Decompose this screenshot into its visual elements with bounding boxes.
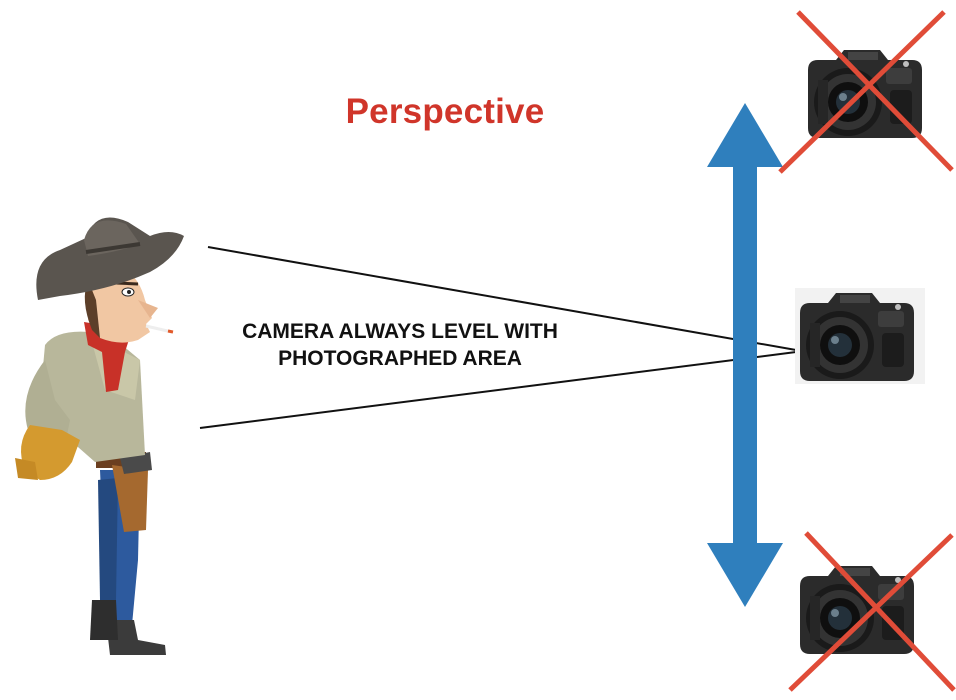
camera-bottom	[790, 533, 954, 690]
diagram-title: Perspective	[300, 92, 590, 132]
dslr-camera-icon	[800, 566, 914, 654]
diagram-caption: CAMERA ALWAYS LEVEL WITH PHOTOGRAPHED AR…	[170, 318, 630, 372]
cowboy-figure-icon	[15, 218, 184, 655]
camera-middle	[795, 288, 925, 384]
dslr-camera-icon	[800, 293, 914, 381]
caption-line-1: CAMERA ALWAYS LEVEL WITH	[170, 318, 630, 345]
camera-top	[780, 12, 952, 172]
caption-line-2: PHOTOGRAPHED AREA	[170, 345, 630, 372]
